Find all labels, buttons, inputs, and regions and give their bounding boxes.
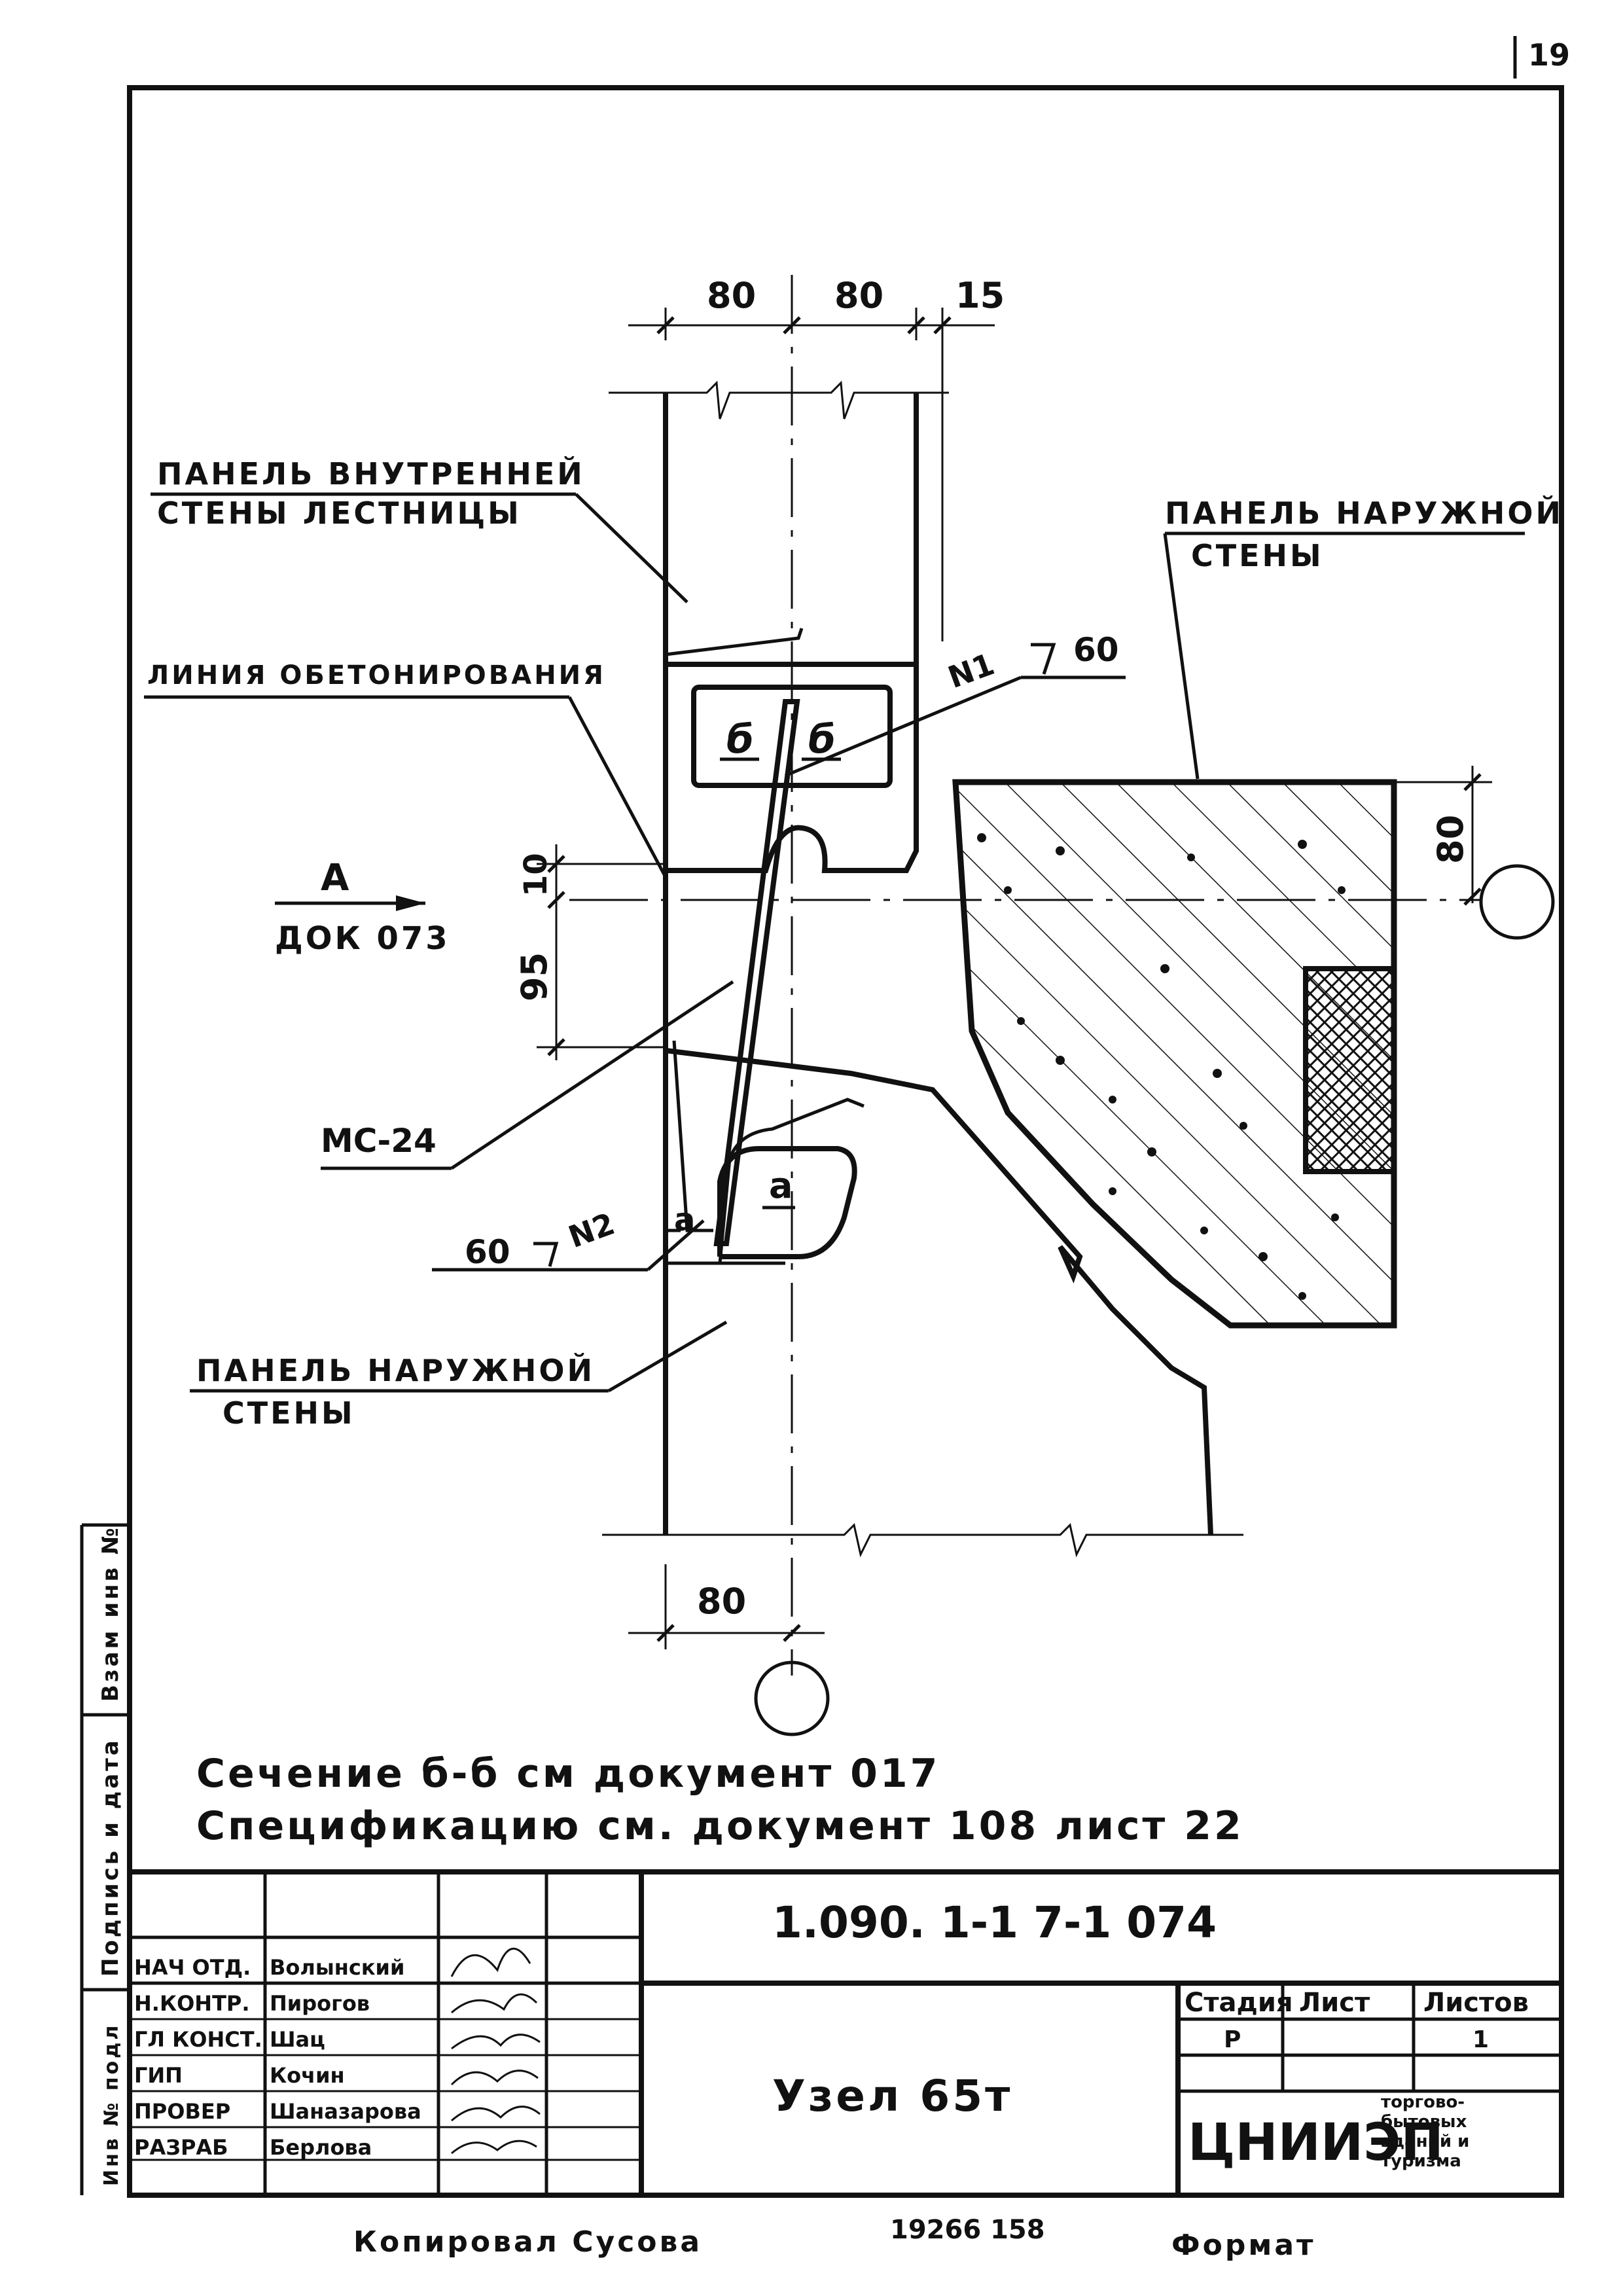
sheet-frame — [127, 85, 1564, 2198]
name-1: Волынский — [270, 1955, 404, 1980]
outer-wall-top-label-2: СТЕНЫ — [1191, 538, 1324, 573]
sheet-header: Лист — [1299, 1988, 1370, 2018]
order-number: 19266 158 — [890, 2215, 1045, 2245]
outer-wall-top-label-1: ПАНЕЛЬ НАРУЖНОЙ — [1165, 495, 1563, 531]
concrete-line-label: ЛИНИЯ ОБЕТОНИРОВАНИЯ — [147, 660, 606, 691]
angle-bottom-label: 60 — [465, 1233, 510, 1271]
role-2: Н.КОНТР. — [134, 1991, 250, 2016]
weld-label: МС-24 — [321, 1122, 437, 1160]
org-desc-3: зданий и — [1381, 2132, 1469, 2151]
doc-code: 1.090. 1-1 7-1 074 — [772, 1897, 1217, 1948]
role-1: НАЧ ОТД. — [134, 1955, 251, 1980]
side-strip: Взам инв № Подпись и дата Инв № подл — [80, 1523, 130, 2195]
insulation-insert — [1303, 966, 1397, 1174]
name-6: Берлова — [270, 2135, 372, 2160]
org-desc-4: туризма — [1381, 2151, 1461, 2171]
page-number: 19 — [1528, 37, 1570, 73]
signatures — [450, 1948, 541, 2155]
inv-no-label: Инв № подл — [100, 2023, 123, 2186]
org-desc-2: бытовых — [1381, 2112, 1467, 2132]
note-line-2: Спецификацию см. документ 108 лист 22 — [196, 1803, 1244, 1849]
node-title: Узел 65т — [772, 2071, 1012, 2121]
view-letter: А — [321, 857, 349, 899]
dim-top-left: 80 — [707, 275, 756, 316]
dim-top-mid: 80 — [834, 275, 883, 316]
name-4: Кочин — [270, 2063, 345, 2088]
dim-left-upper: 10 — [518, 853, 554, 897]
dim-right: 80 — [1430, 815, 1471, 864]
axis-bubble-right — [1479, 864, 1555, 940]
sheets-header: Листов — [1423, 1988, 1529, 2018]
stage-value: Р — [1224, 2026, 1241, 2053]
note-line-1: Сечение б-б см документ 017 — [196, 1751, 940, 1797]
outer-wall-bottom-label-2: СТЕНЫ — [223, 1395, 355, 1431]
angle-n1-label: N1 — [943, 646, 999, 695]
dim-left-lower: 95 — [514, 952, 555, 1001]
role-6: РАЗРАБ — [134, 2135, 228, 2160]
title-block: 1.090. 1-1 7-1 074 Узел 65т Стадия Лист … — [130, 1869, 1561, 2195]
concrete-aggregate — [977, 833, 1346, 1300]
org-name: ЦНИИЭП — [1188, 2113, 1444, 2172]
sign-date-label: Подпись и дата — [98, 1738, 124, 1977]
replace-inv-label: Взам инв № — [98, 1525, 124, 1702]
outer-wall-bottom-label-1: ПАНЕЛЬ НАРУЖНОЙ — [196, 1353, 595, 1388]
name-3: Шац — [270, 2027, 325, 2052]
dim-bottom: 80 — [697, 1581, 746, 1622]
name-5: Шаназарова — [270, 2099, 421, 2124]
angle-n2-label: N2 — [563, 1206, 619, 1255]
stage-header: Стадия — [1185, 1988, 1293, 2018]
node-mark-a-right: а — [769, 1165, 793, 1206]
sheets-value: 1 — [1472, 2026, 1489, 2053]
org-desc-1: торгово- — [1381, 2092, 1465, 2112]
node-drawing: 80 80 15 б б а а 80 — [144, 275, 1563, 1736]
view-doc: ДОК 073 — [275, 920, 450, 957]
angle-60-top-label: 60 — [1073, 631, 1119, 669]
inner-wall-label-2: СТЕНЫ ЛЕСТНИЦЫ — [157, 495, 522, 531]
inner-wall-label-1: ПАНЕЛЬ ВНУТРЕННЕЙ — [157, 456, 585, 492]
role-4: ГИП — [134, 2063, 183, 2088]
name-2: Пирогов — [270, 1991, 370, 2016]
section-mark-left: б — [726, 717, 754, 762]
role-5: ПРОВЕР — [134, 2099, 230, 2124]
axis-bubble-bottom — [754, 1660, 830, 1736]
format-label: Формат — [1171, 2229, 1316, 2262]
copied-by: Копировал Сусова — [353, 2225, 702, 2259]
role-3: ГЛ КОНСТ. — [134, 2027, 262, 2052]
dim-top-right: 15 — [955, 275, 1005, 316]
